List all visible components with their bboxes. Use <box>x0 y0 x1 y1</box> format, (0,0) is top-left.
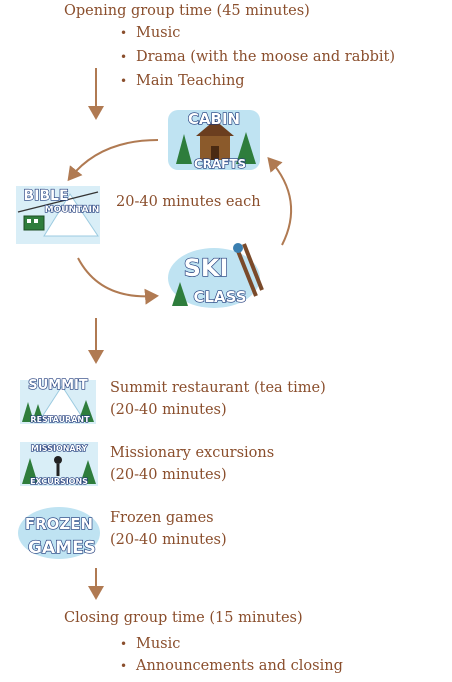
missionary-excursions-logo: MISSIONARY EXCURSIONS <box>18 438 100 490</box>
missionary-excursions-label: Missionary excursions <box>110 445 275 461</box>
ski-class-logo: SKI CLASS <box>166 238 266 310</box>
summit-logo-bottom: RESTAURANT <box>30 415 90 424</box>
opening-item-main-teaching: Main Teaching <box>120 71 245 91</box>
rotation-caption: 20-40 minutes each <box>116 194 261 210</box>
bible-mountain-logo-bottom: MOUNTAIN <box>45 205 100 215</box>
closing-title: Closing group time (15 minutes) <box>64 610 303 626</box>
frozen-games-label: Frozen games <box>110 510 214 526</box>
cabin-crafts-logo: CABIN CRAFTS <box>166 104 262 174</box>
cabin-crafts-logo-bottom: CRAFTS <box>194 157 246 171</box>
summit-logo-top: SUMMIT <box>28 378 88 393</box>
bible-mountain-logo-top: BIBLE <box>23 188 68 204</box>
summit-restaurant-label: Summit restaurant (tea time) <box>110 380 326 396</box>
closing-item-music: Music <box>120 634 181 654</box>
missionary-excursions-duration: (20-40 minutes) <box>110 467 227 483</box>
arrow-ski-to-cabin <box>267 156 293 246</box>
opening-item-drama: Drama (with the moose and rabbit) <box>120 47 395 67</box>
opening-item-music: Music <box>120 23 181 43</box>
summit-restaurant-logo: SUMMIT RESTAURANT <box>18 372 98 426</box>
frozen-games-logo: FROZEN GAMES <box>16 503 102 561</box>
missionary-logo-bottom: EXCURSIONS <box>30 477 88 486</box>
missionary-logo-top: MISSIONARY <box>31 444 87 453</box>
cabin-crafts-logo-top: CABIN <box>188 110 240 128</box>
arrow-cabin-to-bible <box>67 139 159 182</box>
ski-class-logo-bottom: CLASS <box>193 288 246 306</box>
frozen-games-duration: (20-40 minutes) <box>110 532 227 548</box>
closing-item-announcements: Announcements and closing <box>120 656 343 676</box>
frozen-games-logo-bottom: GAMES <box>28 538 96 558</box>
bible-mountain-logo: BIBLE MOUNTAIN <box>14 182 102 248</box>
ski-class-logo-top: SKI <box>184 254 229 282</box>
frozen-games-logo-top: FROZEN <box>25 515 93 533</box>
arrow-bible-to-ski <box>77 257 159 305</box>
summit-restaurant-duration: (20-40 minutes) <box>110 402 227 418</box>
opening-title: Opening group time (45 minutes) <box>64 3 310 19</box>
